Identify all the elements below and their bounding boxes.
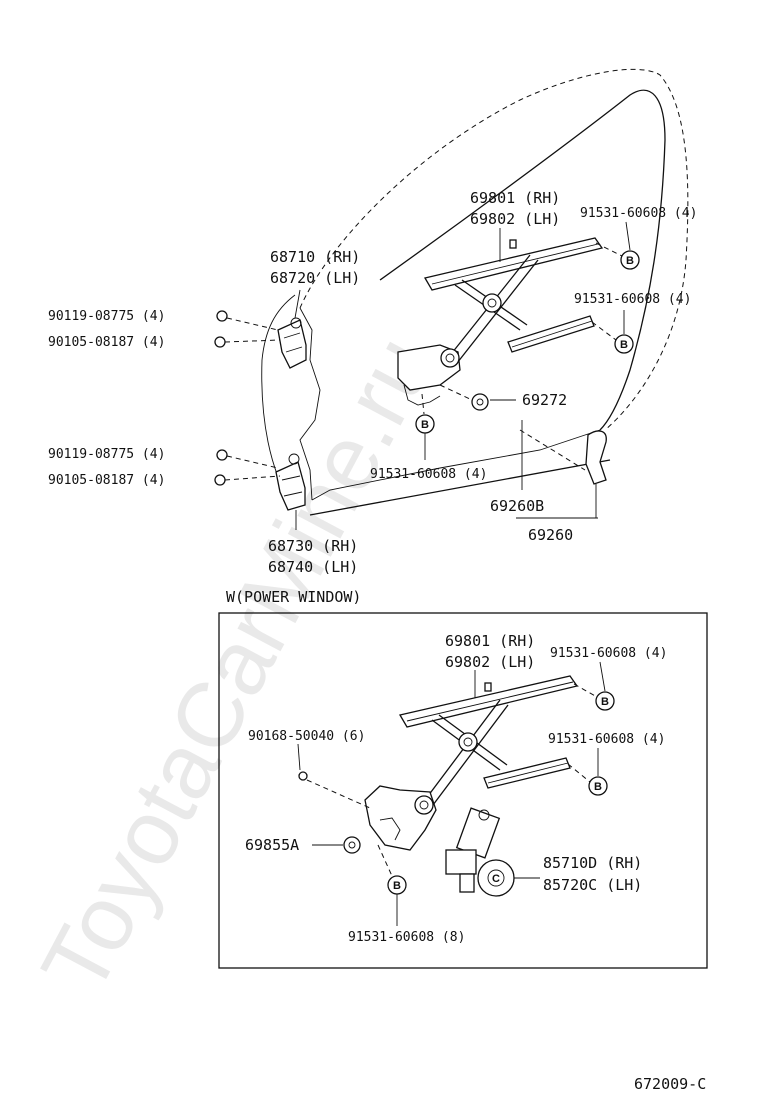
svg-text:C: C xyxy=(492,873,500,885)
pw-label-screw: 90168-50040 (6) xyxy=(248,729,365,744)
callout-b-icons: B B B xyxy=(415,242,640,434)
pw-label-bolt-mid: 91531-60608 (4) xyxy=(548,732,665,747)
lower-hinge xyxy=(275,453,306,511)
label-90119-a: 90119-08775 (4) xyxy=(48,309,165,324)
label-90105-a: 90105-08187 (4) xyxy=(48,335,165,350)
screw-icon xyxy=(298,771,308,781)
label-69260: 69260 xyxy=(528,526,573,544)
regulator-handle xyxy=(519,429,607,485)
label-69272: 69272 xyxy=(522,391,567,409)
svg-text:B: B xyxy=(594,781,602,793)
svg-text:B: B xyxy=(626,255,634,267)
pw-label-bolt-bottom: 91531-60608 (8) xyxy=(348,930,465,945)
label-bolt-top: 91531-60608 (4) xyxy=(580,206,697,221)
svg-text:B: B xyxy=(421,419,429,431)
pw-label-69801: 69801 (RH) xyxy=(445,632,535,650)
label-90119-b: 90119-08775 (4) xyxy=(48,447,165,462)
pw-motor: C xyxy=(445,807,515,897)
watermark: ToyotaCarMine.ru xyxy=(23,320,454,1009)
pw-label-69855a: 69855A xyxy=(245,836,299,854)
svg-text:B: B xyxy=(620,339,628,351)
svg-text:B: B xyxy=(601,696,609,708)
pw-label-bolt-top: 91531-60608 (4) xyxy=(550,646,667,661)
washer-icon xyxy=(471,393,489,411)
upper-hinge xyxy=(277,317,307,369)
label-90105-b: 90105-08187 (4) xyxy=(48,473,165,488)
power-window-title: W(POWER WINDOW) xyxy=(226,588,361,606)
label-bolt-low: 91531-60608 (4) xyxy=(370,467,487,482)
pw-regulator xyxy=(364,675,579,851)
diagram-code: 672009-C xyxy=(634,1075,706,1093)
label-68720: 68720 (LH) xyxy=(270,269,360,287)
pw-labels: 69801 (RH) 69802 (LH) 91531-60608 (4) 91… xyxy=(245,632,667,945)
part-69855a-icon xyxy=(343,836,361,854)
label-68730: 68730 (RH) xyxy=(268,537,358,555)
label-bolt-mid: 91531-60608 (4) xyxy=(574,292,691,307)
power-window-box xyxy=(218,612,708,969)
label-68710: 68710 (RH) xyxy=(270,248,360,266)
pw-label-69802: 69802 (LH) xyxy=(445,653,535,671)
upper-labels: 69801 (RH) 69802 (LH) 91531-60608 (4) 91… xyxy=(48,189,697,576)
pw-label-85710d: 85710D (RH) xyxy=(543,854,642,872)
window-regulator xyxy=(397,237,604,406)
label-69801: 69801 (RH) xyxy=(470,189,560,207)
bolt-icons xyxy=(214,310,281,486)
label-68740: 68740 (LH) xyxy=(268,558,358,576)
svg-text:B: B xyxy=(393,880,401,892)
label-69802: 69802 (LH) xyxy=(470,210,560,228)
pw-label-85720c: 85720C (LH) xyxy=(543,876,642,894)
label-69260b: 69260B xyxy=(490,497,544,515)
